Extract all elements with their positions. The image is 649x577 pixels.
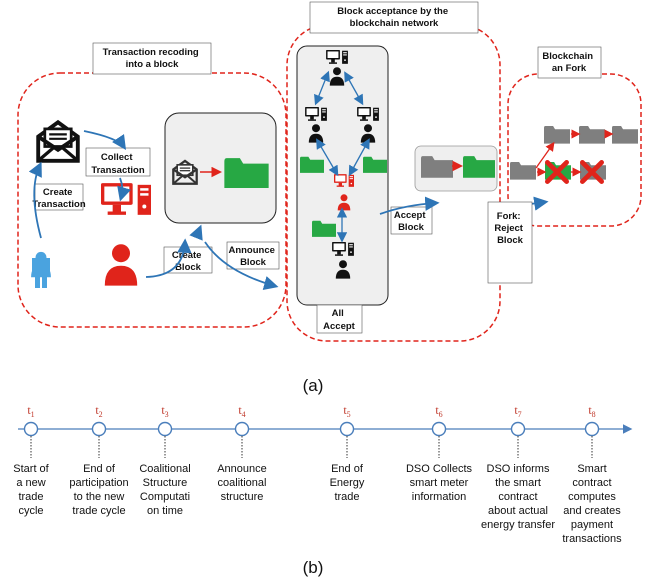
create-block-label: Create Block: [172, 250, 204, 273]
timeline-label: t6: [435, 403, 442, 419]
caption-a: (a): [303, 376, 324, 395]
timeline-marker: [431, 421, 447, 437]
accept-block-label: Accept Block: [394, 210, 428, 233]
fork-chain: [510, 126, 638, 182]
person-blue-legs: [32, 258, 50, 288]
collect-transaction-label: Collect Transaction: [91, 152, 145, 176]
timeline-marker: [23, 421, 39, 437]
create-transaction-label: Create Transaction: [32, 187, 86, 210]
recording-region-title: Transaction recoding into a block: [103, 47, 202, 70]
red-person-icon: [104, 244, 138, 286]
part-a: Transaction recoding into a block Block …: [17, 1, 642, 395]
timeline-label: t3: [161, 403, 168, 419]
timeline-marker: [91, 421, 107, 437]
timeline-label: t5: [343, 403, 350, 419]
timeline-label: t2: [95, 403, 102, 419]
fork-reject-label: Fork: Reject Block: [494, 211, 525, 246]
timeline-label: t1: [27, 403, 34, 419]
timeline-label: t7: [514, 403, 521, 419]
red-computer-icon: [101, 183, 151, 215]
fork-region-title: Blockchain an Fork: [542, 51, 595, 74]
network-arrows: [314, 70, 370, 243]
recording-arrows: [28, 130, 279, 291]
announce-block-label: Announce Block: [228, 245, 277, 268]
timeline-marker: [339, 421, 355, 437]
timeline-marker: [584, 421, 600, 437]
timeline-marker: [510, 421, 526, 437]
timeline-marker: [234, 421, 250, 437]
all-accept-label: All Accept: [323, 308, 356, 332]
caption-b: (b): [303, 558, 324, 577]
timeline-label: t8: [588, 403, 595, 419]
timeline-label: t4: [238, 403, 245, 419]
timeline-marker: [157, 421, 173, 437]
acceptance-region-title: Block acceptance by the blockchain netwo…: [337, 6, 451, 29]
envelope-icon: [36, 120, 80, 163]
